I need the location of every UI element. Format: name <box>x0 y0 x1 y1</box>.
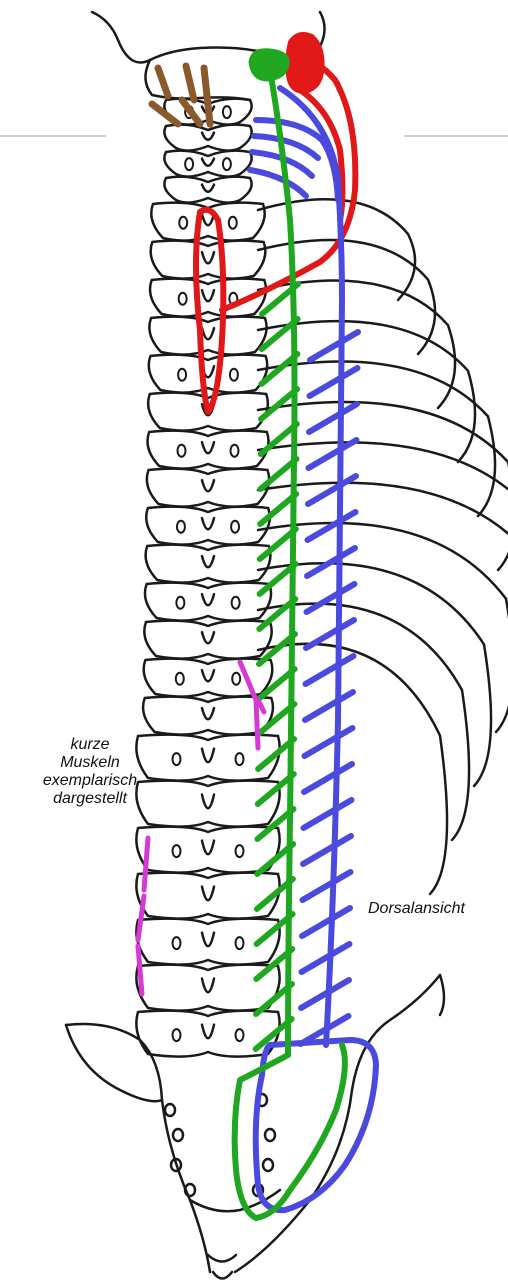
vertebra <box>144 621 271 659</box>
sacral-foramen <box>173 1129 183 1141</box>
vertebra <box>147 469 269 507</box>
blue-fiber <box>301 980 349 1008</box>
blue-fiber <box>304 764 352 792</box>
blue-fiber <box>306 620 354 648</box>
sacral-foramen <box>265 1129 275 1141</box>
caption-line-2: Muskeln <box>20 754 160 772</box>
vertebra <box>145 583 271 621</box>
caption-line-4: dargestellt <box>20 790 160 808</box>
vertebra <box>149 355 267 393</box>
blue-fiber <box>309 404 357 432</box>
blue-fiber <box>307 584 355 612</box>
vertebra <box>164 151 251 177</box>
caption-line-1: kurze <box>20 736 160 754</box>
blue-fiber <box>306 656 354 684</box>
caption-line-3: exemplarisch <box>20 772 160 790</box>
blue-fiber <box>305 728 353 756</box>
vertebra <box>151 241 266 279</box>
blue-fiber <box>302 944 350 972</box>
blue-fiber <box>303 872 351 900</box>
vertebral-column <box>136 99 279 1057</box>
blue-fiber <box>302 908 350 936</box>
blue-fiber <box>310 368 358 396</box>
vertebra <box>149 317 266 355</box>
vertebra <box>147 431 268 469</box>
vertebra <box>164 125 251 151</box>
brown-neck-muscles <box>152 66 210 124</box>
blue-fiber <box>310 332 358 360</box>
vertebra <box>136 965 279 1011</box>
blue-fiber <box>304 800 352 828</box>
short-muscles-caption: kurze Muskeln exemplarisch dargestellt <box>20 736 160 808</box>
blue-fiber <box>303 836 351 864</box>
vertebra <box>164 177 251 203</box>
vertebra <box>143 697 273 735</box>
vertebra <box>136 827 279 873</box>
vertebra <box>146 545 271 583</box>
blue-fiber <box>308 512 356 540</box>
blue-fiber <box>305 692 353 720</box>
view-caption: Dorsalansicht <box>368 900 465 918</box>
blue-fiber <box>308 476 356 504</box>
sacral-foramen <box>263 1159 273 1171</box>
sacral-foramen <box>165 1104 175 1116</box>
green-muscle-origin <box>250 50 288 80</box>
red-muscle-insertion <box>287 34 322 92</box>
rib <box>258 644 447 894</box>
vertebra <box>146 507 270 545</box>
blue-fiber <box>307 548 355 576</box>
